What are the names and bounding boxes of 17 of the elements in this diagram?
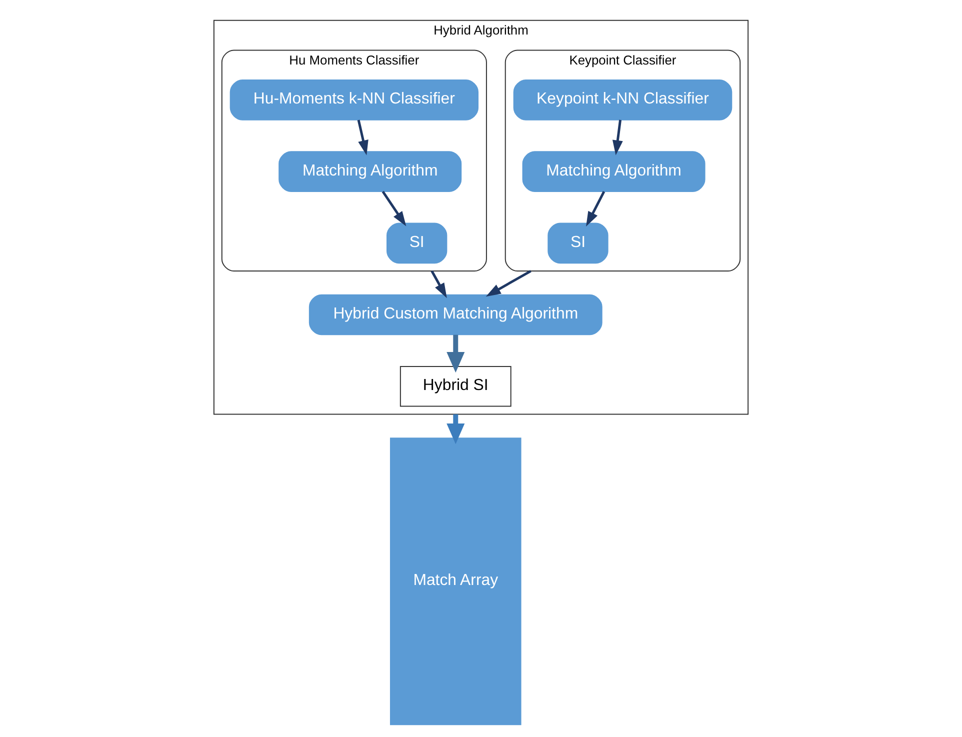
node-box: Matching Algorithm bbox=[278, 151, 462, 192]
node-box: Matching Algorithm bbox=[522, 151, 706, 192]
arrow bbox=[486, 270, 532, 297]
node-box: SI bbox=[548, 222, 608, 264]
node-box: Hu-Moments k-NN Classifier bbox=[230, 80, 479, 120]
arrow bbox=[446, 334, 465, 373]
arrow bbox=[357, 120, 368, 156]
node-box: Match Array bbox=[390, 438, 522, 726]
arrow bbox=[446, 414, 465, 444]
arrow bbox=[382, 190, 406, 226]
node-box: Keypoint k-NN Classifier bbox=[513, 80, 732, 120]
arrow bbox=[430, 270, 447, 298]
arrow bbox=[612, 120, 623, 156]
node-box: Hybrid SI bbox=[400, 366, 512, 407]
node-box: SI bbox=[386, 222, 448, 264]
arrow bbox=[586, 191, 606, 227]
node-box: Hybrid Custom Matching Algorithm bbox=[308, 294, 602, 336]
